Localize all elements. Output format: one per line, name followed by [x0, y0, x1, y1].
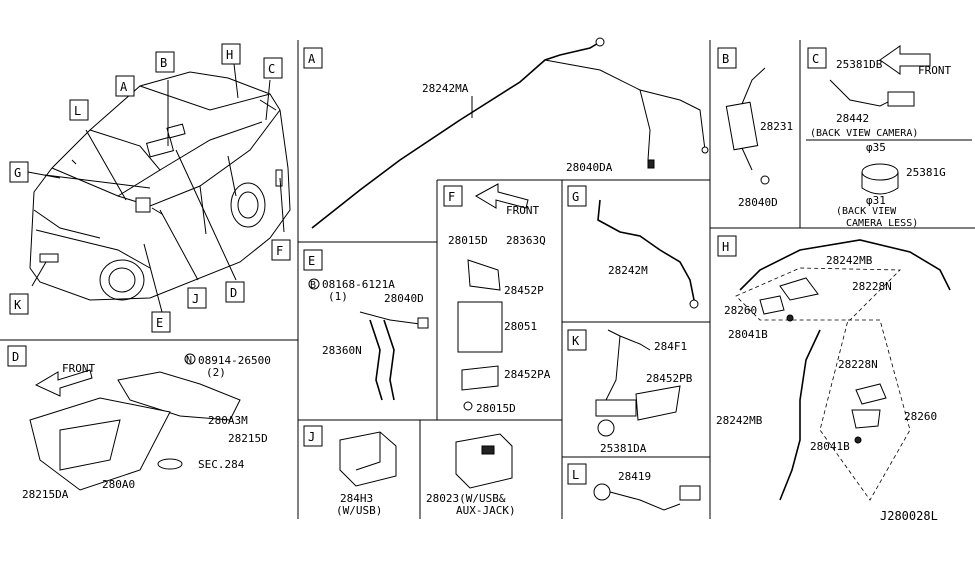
part-08168-6121a: 08168-6121A	[322, 278, 395, 291]
part-28452pb: 28452PB	[646, 372, 693, 385]
part-28215da: 28215DA	[22, 488, 69, 501]
section-j: J 284H3 (W/USB) 28023(W/USB& AUX-JACK)	[303, 425, 516, 517]
section-g: G 28242M	[567, 185, 699, 309]
part-28023: 28023(W/USB&	[426, 492, 506, 505]
section-grid	[0, 40, 975, 519]
section-tag-g: G	[572, 190, 579, 204]
section-tag-b: B	[722, 52, 729, 66]
front-label-c: FRONT	[918, 64, 951, 77]
section-tag-d: D	[12, 350, 19, 364]
part-w-usb: (W/USB)	[336, 504, 382, 517]
prefix-n: N	[186, 355, 192, 366]
part-28228n-top: 28228N	[852, 280, 892, 293]
part-284h3: 284H3	[340, 492, 373, 505]
part-28360n: 28360N	[322, 344, 362, 357]
part-28442: 28442	[836, 112, 869, 125]
part-28242m: 28242M	[608, 264, 648, 277]
part-28452pa: 28452PA	[504, 368, 551, 381]
part-28040d-b: 28040D	[738, 196, 778, 209]
callout-l: L	[74, 104, 81, 118]
callout-b: B	[160, 56, 167, 70]
callout-e: E	[156, 316, 163, 330]
section-f: F FRONT 28015D 28363Q 28452P 28051 28452…	[443, 183, 551, 415]
front-label-d: FRONT	[62, 362, 95, 375]
section-d: D FRONT N 08914-26500 (2) 280A3M 28215D …	[7, 345, 271, 501]
part-25381g: 25381G	[906, 166, 946, 179]
part-25381db: 25381DB	[836, 58, 883, 71]
section-tag-f: F	[448, 190, 455, 204]
part-28051: 28051	[504, 320, 537, 333]
section-tag-e: E	[308, 254, 315, 268]
part-28242mb-top: 28242MB	[826, 254, 873, 267]
part-08914-26500: 08914-26500	[198, 354, 271, 367]
part-28215d: 28215D	[228, 432, 268, 445]
part-qty-2: (2)	[206, 366, 226, 379]
part-28363q: 28363Q	[506, 234, 546, 247]
callout-f: F	[276, 244, 283, 258]
part-280a3m: 280A3M	[208, 414, 248, 427]
callout-j: J	[192, 292, 199, 306]
front-label-f: FRONT	[506, 204, 539, 217]
part-25381da: 25381DA	[600, 442, 647, 455]
callout-g: G	[14, 166, 21, 180]
section-k: K 284F1 28452PB 25381DA	[567, 329, 693, 455]
part-phi31: φ31	[866, 194, 886, 207]
vehicle-overview	[27, 63, 291, 313]
callout-c: C	[268, 62, 275, 76]
part-28041b-bottom: 28041B	[810, 440, 850, 453]
section-tag-k: K	[572, 334, 580, 348]
prefix-b: B	[310, 280, 316, 291]
section-tag-l: L	[572, 468, 579, 482]
part-28260-bottom: 28260	[904, 410, 937, 423]
part-284f1: 284F1	[654, 340, 687, 353]
caption-camera-less: CAMERA LESS)	[846, 218, 918, 229]
vehicle-callouts: A B H C L G K E J D F	[9, 43, 291, 333]
section-tag-h: H	[722, 240, 729, 254]
callout-h: H	[226, 48, 233, 62]
part-28228n-bottom: 28228N	[838, 358, 878, 371]
part-28231: 28231	[760, 120, 793, 133]
section-tag-a: A	[308, 52, 316, 66]
diagram-id: J280028L	[880, 509, 938, 523]
section-b: B 28231 28040D	[717, 47, 793, 209]
caption-back-view: (BACK VIEW	[836, 206, 897, 217]
part-28015d-bottom: 28015D	[476, 402, 516, 415]
part-sec284: SEC.284	[198, 458, 245, 471]
section-tag-j: J	[308, 430, 315, 444]
callout-a: A	[120, 80, 128, 94]
part-aux-jack: AUX-JACK)	[456, 504, 516, 517]
part-28419: 28419	[618, 470, 651, 483]
section-c: C FRONT 25381DB 28442 (BACK VIEW CAMERA)…	[806, 45, 972, 229]
section-a: A 28242MA 28040DA	[303, 37, 709, 229]
part-28242mb-bottom: 28242MB	[716, 414, 763, 427]
section-e: E B 08168-6121A (1) 28040D 28360N	[303, 249, 429, 401]
part-28040da: 28040DA	[566, 161, 613, 174]
callout-d: D	[230, 286, 237, 300]
part-28040d-e: 28040D	[384, 292, 424, 305]
callout-k: K	[14, 298, 22, 312]
part-phi35: φ35	[866, 141, 886, 154]
part-28452p: 28452P	[504, 284, 544, 297]
part-qty-1: (1)	[328, 290, 348, 303]
section-tag-c: C	[812, 52, 819, 66]
part-28041b-top: 28041B	[728, 328, 768, 341]
part-280a0: 280A0	[102, 478, 135, 491]
part-28260-top: 28260	[724, 304, 757, 317]
section-h: H 28242MB 28228N 28260 28041B 28228N 282…	[716, 235, 951, 501]
part-28242ma: 28242MA	[422, 82, 469, 95]
section-l: L 28419	[567, 463, 701, 511]
part-28015d-top: 28015D	[448, 234, 488, 247]
caption-back-view-camera: (BACK VIEW CAMERA)	[810, 128, 918, 139]
